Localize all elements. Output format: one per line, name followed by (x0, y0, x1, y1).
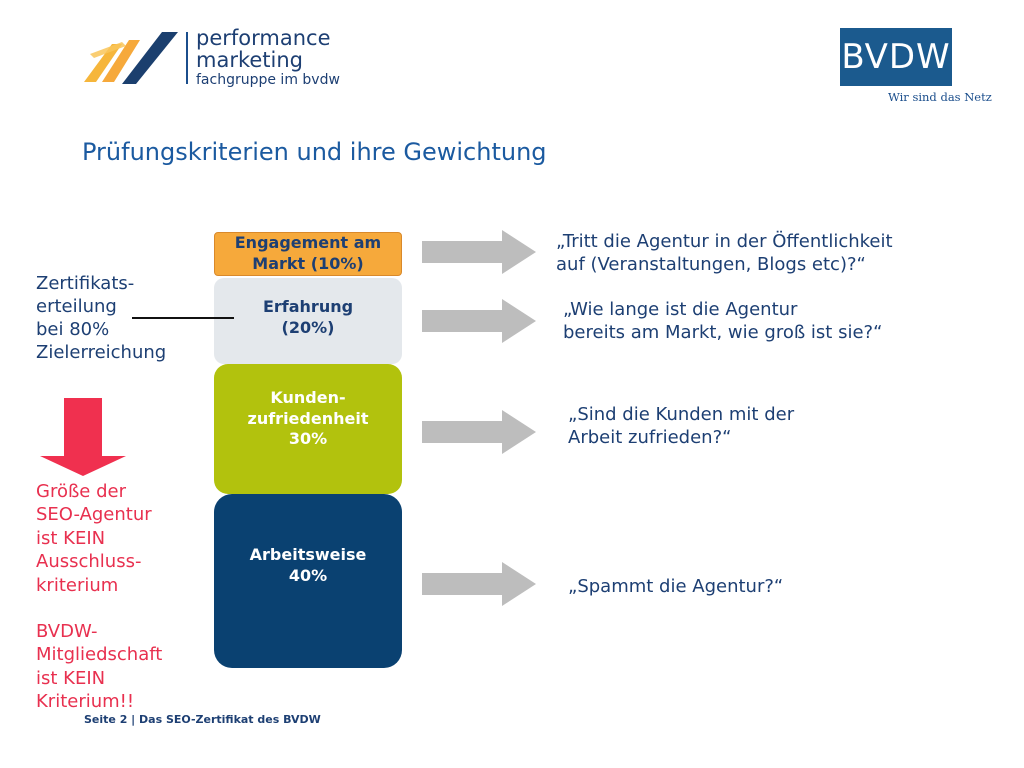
criterion-label-line: Erfahrung (262, 297, 354, 317)
note-line: Zielerreichung (36, 342, 167, 364)
bvdw-logo: BVDW Wir sind das Netz (840, 28, 992, 108)
question-kunden: „Sind die Kunden mit der Arbeit zufriede… (568, 403, 794, 450)
question-line: „Tritt die Agentur in der Öffentlichkeit (556, 231, 893, 252)
criterion-label-line: 30% (288, 429, 328, 449)
threshold-pointer-line (132, 317, 234, 319)
page-title: Prüfungskriterien und ihre Gewichtung (82, 138, 547, 166)
note-line: SEO-Agentur (36, 504, 152, 526)
question-engagement: „Tritt die Agentur in der Öffentlichkeit… (556, 230, 893, 277)
membership-note: BVDW- Mitgliedschaft ist KEIN Kriterium!… (36, 620, 162, 714)
note-line: Zertifikats- (36, 273, 135, 294)
question-line: auf (Veranstaltungen, Blogs etc)?“ (556, 254, 866, 276)
note-line: Ausschluss- (36, 551, 142, 573)
note-line: bei 80% (36, 319, 110, 341)
arrow-down-icon (40, 398, 126, 476)
agency-size-note: Größe der SEO-Agentur ist KEIN Ausschlus… (36, 480, 152, 597)
arrow-right-icon (422, 230, 536, 274)
criterion-label-line: Arbeitsweise (249, 545, 367, 565)
arrow-right-icon (422, 410, 536, 454)
criterion-label-line: Kunden- (270, 387, 346, 407)
question-line: „Spammt die Agentur?“ (568, 576, 784, 597)
question-erfahrung: „Wie lange ist die Agentur bereits am Ma… (563, 298, 882, 345)
note-line: Mitgliedschaft (36, 644, 163, 666)
bvdw-tagline: Wir sind das Netz (888, 90, 992, 104)
logo-line-marketing: marketing (196, 48, 303, 72)
note-line: ist KEIN (36, 667, 106, 689)
arrow-right-icon (422, 562, 536, 606)
note-line: BVDW- (36, 621, 98, 642)
question-line: „Sind die Kunden mit der (568, 404, 795, 425)
swoosh-logo-icon (84, 32, 178, 84)
question-line: bereits am Markt, wie groß ist sie?“ (563, 322, 883, 344)
criterion-label-line: Engagement am (234, 233, 382, 253)
criterion-label-line: 40% (288, 566, 328, 585)
criterion-arbeitsweise-block: Arbeitsweise 40% (214, 494, 402, 668)
criterion-kunden-block: Kunden- zufriedenheit 30% (214, 364, 402, 494)
criterion-engagement-block: Engagement am Markt (10%) (214, 232, 402, 276)
certificate-threshold-note: Zertifikats- erteilung bei 80% Zielerrei… (36, 272, 166, 364)
page-footer: Seite 2 | Das SEO-Zertifikat des BVDW (84, 713, 321, 726)
logo-separator (186, 32, 188, 84)
performance-marketing-logo: performance marketing fachgruppe im bvdw (82, 28, 372, 90)
question-line: Arbeit zufrieden?“ (568, 427, 732, 449)
logo-line-performance: performance (196, 26, 331, 50)
arrow-right-icon (422, 299, 536, 343)
criterion-label-line: zufriedenheit (247, 408, 369, 428)
note-line: erteilung (36, 296, 117, 318)
criterion-erfahrung-block: Erfahrung (20%) (214, 278, 402, 364)
note-line: Größe der (36, 481, 126, 502)
question-line: „Wie lange ist die Agentur (563, 299, 798, 320)
question-arbeitsweise: „Spammt die Agentur?“ (568, 575, 783, 598)
note-line: kriterium (36, 574, 119, 596)
logo-line-fachgruppe: fachgruppe im bvdw (196, 72, 340, 88)
note-line: Kriterium!! (36, 691, 135, 713)
criterion-label-line: Markt (10%) (252, 254, 364, 273)
note-line: ist KEIN (36, 527, 106, 549)
bvdw-logo-mark: BVDW (840, 28, 952, 86)
criterion-label-line: (20%) (281, 318, 335, 337)
